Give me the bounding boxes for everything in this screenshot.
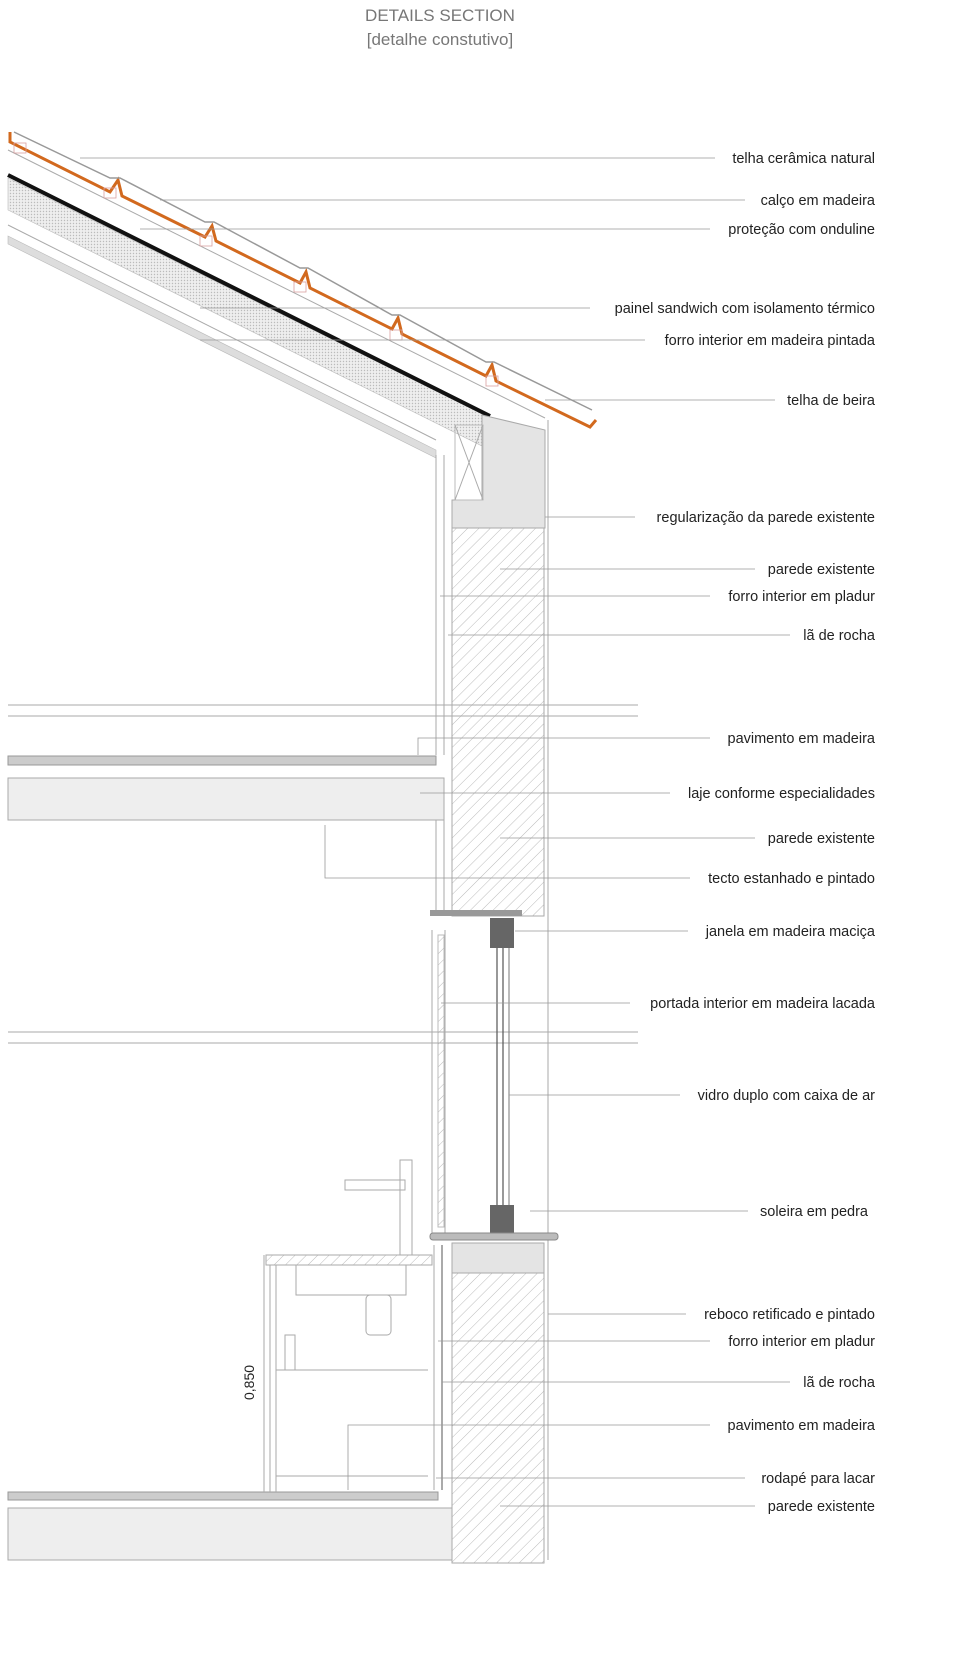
label-eave-tile: telha de beira: [787, 393, 876, 409]
label-slab: laje conforme especialidades: [688, 786, 875, 802]
interior-shutter: [437, 934, 445, 1228]
label-plasterboard: forro interior em pladur: [728, 1334, 875, 1350]
height-dimension: 0,850: [241, 1365, 257, 1400]
existing-wall-upper: [451, 527, 545, 917]
ceramic-roof-tiles: [8, 132, 598, 429]
label-existing-wall: parede existente: [768, 562, 875, 578]
interior-wood-ceiling: [7, 235, 437, 459]
tile-batten-line: [7, 149, 546, 419]
vanity-cabinet: [263, 1159, 433, 1492]
label-render: reboco retificado e pintado: [704, 1307, 875, 1323]
label-shutter: portada interior em madeira lacada: [650, 996, 876, 1012]
wood-floor-upper: [7, 755, 437, 766]
label-onduline: proteção com onduline: [728, 222, 875, 238]
onduline-membrane: [7, 173, 491, 418]
label-existing-wall: parede existente: [768, 831, 875, 847]
drawing-subtitle: [detalhe constutivo]: [366, 30, 514, 49]
label-wood-floor: pavimento em madeira: [728, 731, 876, 747]
label-rock-wool: lã de rocha: [803, 628, 876, 644]
label-sandwich-panel: painel sandwich com isolamento térmico: [615, 301, 875, 317]
label-wood-ceiling: forro interior em madeira pintada: [665, 333, 876, 349]
label-glazing: vidro duplo com caixa de ar: [698, 1088, 875, 1104]
roof-build-up: [7, 131, 598, 459]
wood-wedges: [13, 142, 499, 387]
label-rock-wool: lã de rocha: [803, 1375, 876, 1391]
leader-lines: [80, 157, 790, 1507]
window: [429, 910, 559, 1241]
label-stone-sill: soleira em pedra: [760, 1204, 869, 1220]
label-existing-wall: parede existente: [768, 1499, 875, 1515]
drawing-title: DETAILS SECTION: [365, 6, 515, 25]
stone-sill: [429, 1232, 559, 1241]
label-window: janela em madeira maciça: [705, 924, 876, 940]
callout-labels: telha cerâmica natural calço em madeira …: [615, 151, 876, 1515]
label-ceiling: tecto estanhado e pintado: [708, 871, 875, 887]
label-plasterboard: forro interior em pladur: [728, 589, 875, 605]
label-wood-wedge: calço em madeira: [761, 193, 876, 209]
label-wall-regularization: regularização da parede existente: [657, 510, 875, 526]
label-wood-floor: pavimento em madeira: [728, 1418, 876, 1434]
label-skirting: rodapé para lacar: [761, 1471, 875, 1487]
floor-slab: [7, 777, 445, 821]
sandwich-panel: [7, 177, 491, 451]
label-roof-tile: telha cerâmica natural: [732, 151, 875, 167]
existing-wall-lower: [451, 1272, 545, 1564]
wood-floor-lower: [7, 1491, 439, 1501]
